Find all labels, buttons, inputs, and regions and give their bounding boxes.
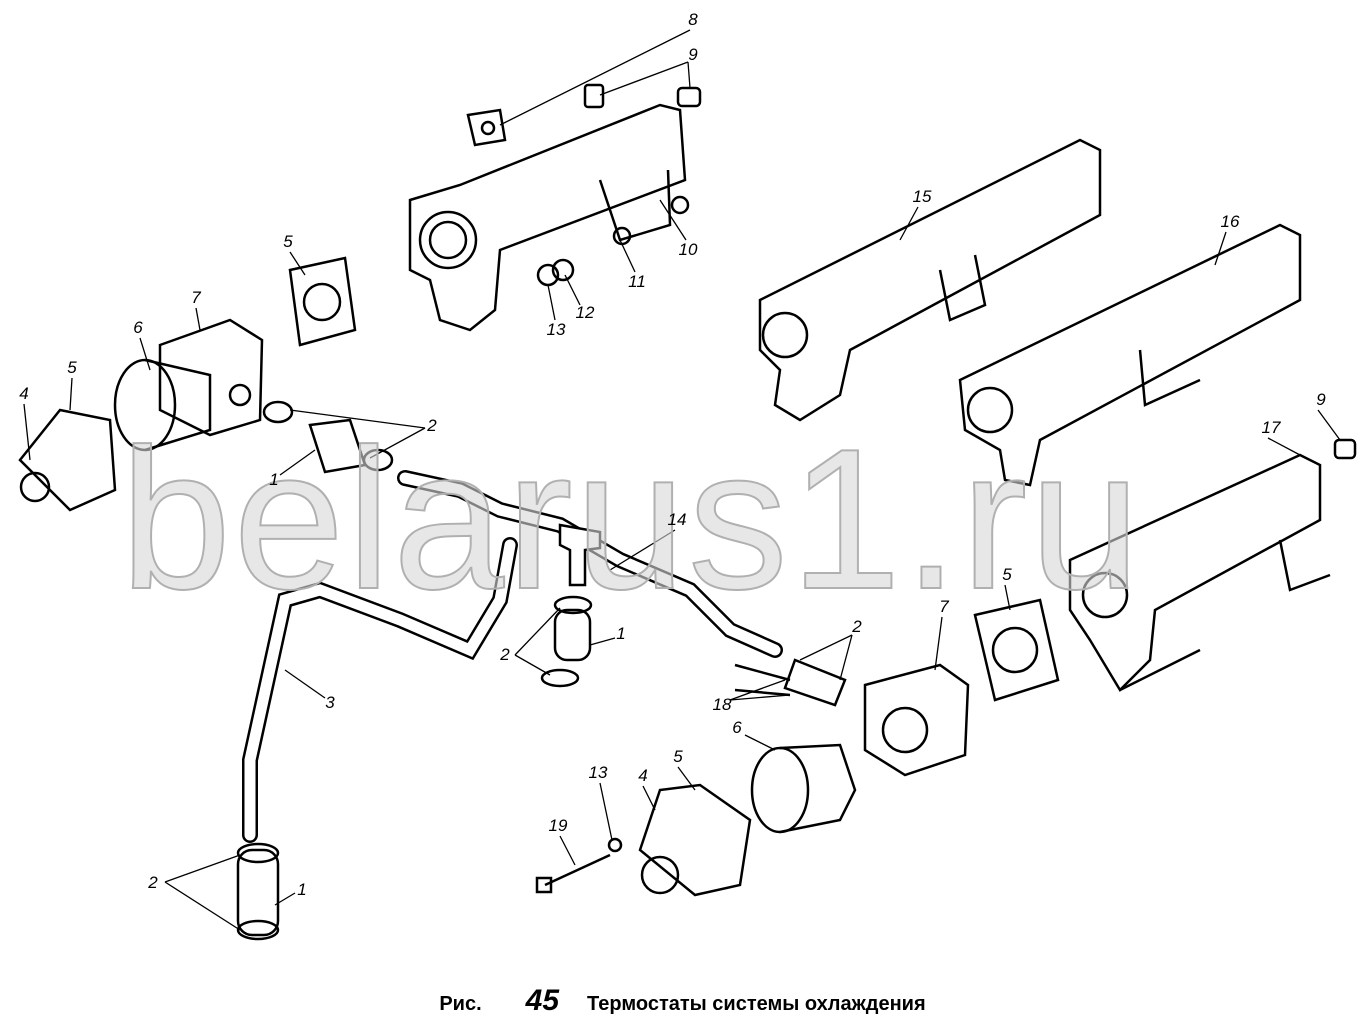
callout-1: 1 <box>297 880 307 899</box>
callout-5: 5 <box>283 232 293 251</box>
plug-9-right <box>1333 438 1357 460</box>
callout-10: 10 <box>678 240 698 259</box>
gasket-5-right <box>973 598 1060 702</box>
callout-3: 3 <box>325 693 335 712</box>
callout-2: 2 <box>148 873 158 892</box>
callout-17: 17 <box>1261 418 1281 437</box>
callout-5: 5 <box>673 747 683 766</box>
thermostat-housing-7-right <box>863 663 970 777</box>
callout-6: 6 <box>732 718 742 737</box>
callout-2: 2 <box>852 617 862 636</box>
hose-1-top <box>262 400 394 474</box>
callout-13: 13 <box>546 320 566 339</box>
callout-7: 7 <box>191 288 201 307</box>
thermostat-6-right <box>750 743 857 834</box>
figure-caption: Рис. 45 Термостаты системы охлаждения <box>0 984 1365 1018</box>
bolt-19 <box>535 837 623 894</box>
callout-19: 19 <box>548 816 568 835</box>
callout-15: 15 <box>912 187 932 206</box>
callout-7: 7 <box>939 597 949 616</box>
callout-9: 9 <box>688 45 698 64</box>
tee-fitting <box>558 523 602 587</box>
pipe-3 <box>242 537 518 843</box>
callout-12: 12 <box>575 303 595 322</box>
manifold-17 <box>1068 453 1331 693</box>
thermostat-housing-7-left <box>158 318 264 437</box>
callout-2: 2 <box>427 416 437 435</box>
leader-lines <box>23 29 1341 931</box>
callout-16: 16 <box>1220 212 1240 231</box>
gasket-5-top <box>288 256 357 347</box>
callout-4: 4 <box>19 384 29 403</box>
cover-4-left <box>18 408 117 512</box>
callout-4: 4 <box>638 766 648 785</box>
callout-8: 8 <box>688 10 698 29</box>
pins-18 <box>734 663 791 697</box>
callout-18: 18 <box>712 695 732 714</box>
manifold-16 <box>958 223 1302 487</box>
hose-1-middle <box>540 595 593 688</box>
plug-9 <box>583 83 702 109</box>
callout-14: 14 <box>667 510 687 529</box>
hose-1-bottom <box>236 842 280 941</box>
fitting-8 <box>466 108 507 147</box>
callout-11: 11 <box>628 272 646 291</box>
caption-number: 45 <box>525 984 560 1017</box>
callout-5: 5 <box>1002 565 1012 584</box>
thermostat-6-left <box>113 358 212 452</box>
caption-prefix: Рис. <box>439 993 482 1015</box>
callout-1: 1 <box>269 470 279 489</box>
manifold-10 <box>408 103 690 332</box>
callout-6: 6 <box>133 318 143 337</box>
cover-4-right <box>638 783 752 897</box>
manifold-15 <box>758 138 1102 422</box>
hose-1-right <box>783 658 847 707</box>
callout-2: 2 <box>500 645 510 664</box>
callout-13: 13 <box>588 763 608 782</box>
callout-1: 1 <box>616 624 626 643</box>
callout-9: 9 <box>1316 390 1326 409</box>
caption-title: Термостаты системы охлаждения <box>587 993 926 1015</box>
callout-5: 5 <box>67 358 77 377</box>
